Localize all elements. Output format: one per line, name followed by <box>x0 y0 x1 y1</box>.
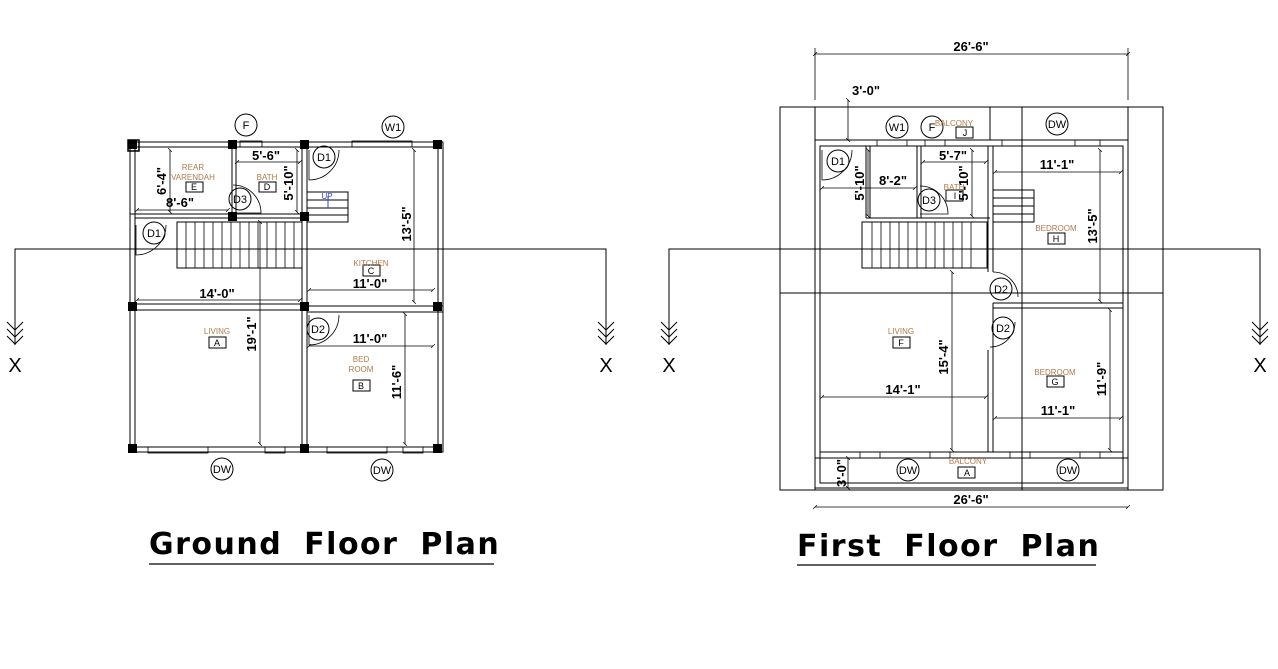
section-arrow-icon <box>660 321 678 345</box>
gf-kitchen-tag: C <box>368 266 375 276</box>
ff-dim-bedroom-bottom-height: 11'-9" <box>1094 362 1109 397</box>
gf-bath-tag: D <box>264 182 271 192</box>
ff-living-label: LIVING <box>888 327 914 336</box>
ff-balcony-top-tag: J <box>963 128 968 138</box>
gf-bed-room-label-2: ROOM <box>349 365 374 374</box>
ff-dim-bath-height: 5'-10" <box>956 165 971 200</box>
gf-dim-kitchen-height: 13'-5" <box>399 206 414 241</box>
gf-dim-living-height: 19'-1" <box>244 316 259 351</box>
section-marker-ff-left: X <box>662 355 675 377</box>
gf-opening-dw-right: DW <box>373 465 392 477</box>
gf-opening-f: F <box>243 120 250 132</box>
gf-bed-room-label: BED <box>353 355 370 364</box>
gf-opening-d1-top: D1 <box>317 152 331 164</box>
ff-living-tag: F <box>898 338 904 348</box>
ff-opening-d3: D3 <box>922 195 936 207</box>
gf-dim-bedroom-width: 11'-0" <box>353 331 388 346</box>
section-marker-ff-right: X <box>1253 355 1266 377</box>
first-floor-plan <box>779 48 1164 510</box>
ff-dim-left-height: 5'-10" <box>852 165 867 200</box>
gf-rear-verandah-label: REAR <box>182 163 204 172</box>
ff-bath-tag: I <box>954 191 957 201</box>
ff-outline <box>779 106 1164 491</box>
ff-opening-d1: D1 <box>831 156 845 168</box>
ff-bedroom-top-label: BEDROOM <box>1035 224 1077 233</box>
gf-opening-w1: W1 <box>385 122 402 134</box>
ff-opening-dw-right: DW <box>1059 465 1078 477</box>
ff-balcony-bottom-label: BALCONY <box>949 457 988 466</box>
gf-dim-verandah-width: 8'-6" <box>166 195 194 210</box>
ground-floor-labels: REAR VARENDAH E BATH D KITCHEN C LIVING … <box>147 120 414 477</box>
gf-opening-d3: D3 <box>233 194 247 206</box>
gf-outer-wall <box>129 141 444 453</box>
ff-dim-overall-bottom: 26'-6" <box>953 492 988 507</box>
ff-balcony-top-label: BALCONY <box>935 119 974 128</box>
gf-opening-d2: D2 <box>311 324 325 336</box>
ff-dim-living-width: 14'-1" <box>885 382 920 397</box>
section-lines <box>6 248 1269 345</box>
gf-dim-bath-height: 5'-10" <box>281 165 296 200</box>
section-arrow-icon <box>597 321 615 345</box>
ff-bath-label: BATH <box>944 183 965 192</box>
first-floor-title: First Floor Plan <box>797 529 1100 564</box>
ff-dim-balcony-depth-top: 3'-0" <box>852 83 880 98</box>
ff-dim-bedroom-top-height: 13'-5" <box>1085 208 1100 243</box>
ff-opening-d2-top: D2 <box>994 284 1008 296</box>
ff-dim-left-width: 8'-2" <box>879 173 907 188</box>
gf-bed-room-tag: B <box>358 381 364 391</box>
ff-dim-bedroom-top-width: 11'-1" <box>1040 157 1075 172</box>
ff-opening-dw-left: DW <box>899 465 918 477</box>
gf-rear-verandah-tag: E <box>191 182 197 192</box>
ff-bedroom-bottom-label: BEDROOM <box>1034 368 1076 377</box>
ff-dim-balcony-depth-bottom: 3'-0" <box>834 459 849 487</box>
gf-dim-kitchen-width: 11'-0" <box>353 276 388 291</box>
ff-bedroom-bottom-tag: G <box>1051 377 1058 387</box>
gf-dim-living-width: 14'-0" <box>199 286 234 301</box>
section-marker-gf-left: X <box>8 355 21 377</box>
ff-dim-living-height: 15'-4" <box>936 339 951 374</box>
ff-staircase <box>861 221 988 269</box>
ff-balcony-bottom-tag: A <box>964 468 970 478</box>
gf-opening-d1-left: D1 <box>147 228 161 240</box>
gf-dim-bedroom-height: 11'-6" <box>389 365 404 400</box>
gf-dim-verandah-height: 6'-4" <box>154 167 169 195</box>
section-arrow-icon <box>6 321 24 345</box>
ff-dim-overall-top: 26'-6" <box>953 39 988 54</box>
ff-dim-bath-width: 5'-7" <box>939 148 967 163</box>
ff-opening-f: F <box>929 122 936 134</box>
section-arrow-icon <box>1251 321 1269 345</box>
section-markers: X X X X <box>8 355 1266 377</box>
gf-staircase <box>176 221 303 269</box>
first-floor-labels: BALCONY J BATH I BEDROOM H LIVING F BEDR… <box>831 39 1109 507</box>
gf-living-label: LIVING <box>204 327 230 336</box>
gf-dim-bath-width: 5'-6" <box>252 148 280 163</box>
gf-bath-label: BATH <box>257 173 278 182</box>
section-marker-gf-right: X <box>599 355 612 377</box>
ff-opening-w1: W1 <box>889 122 906 134</box>
gf-stair-up-label: UP <box>321 192 332 201</box>
ground-floor-plan <box>127 113 444 482</box>
gf-rear-verandah-label-2: VARENDAH <box>171 173 215 182</box>
ff-bedroom-top-tag: H <box>1053 234 1060 244</box>
ff-opening-d2-bottom: D2 <box>996 323 1010 335</box>
gf-kitchen-label: KITCHEN <box>353 259 388 268</box>
gf-living-tag: A <box>214 338 220 348</box>
gf-opening-dw-left: DW <box>213 464 232 476</box>
ff-dim-bedroom-bottom-width: 11'-1" <box>1041 403 1076 418</box>
ground-floor-title: Ground Floor Plan <box>149 527 500 562</box>
ff-opening-dw-top: DW <box>1048 119 1067 131</box>
